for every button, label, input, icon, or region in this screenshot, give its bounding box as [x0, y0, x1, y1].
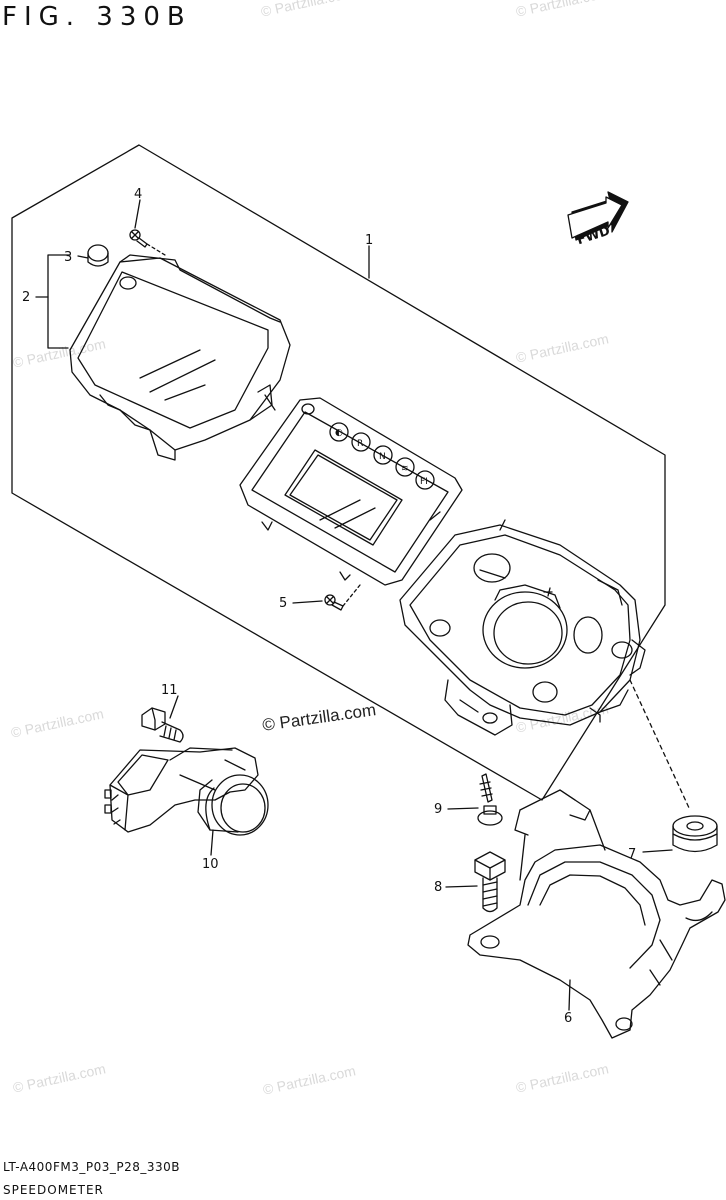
- indicator-labels: ◐ R N ≋ FI: [335, 428, 428, 487]
- svg-text:◐: ◐: [335, 428, 343, 438]
- callout-11: 11: [161, 683, 178, 698]
- svg-text:N: N: [379, 452, 386, 462]
- callout-10: 10: [202, 857, 219, 872]
- callout-8: 8: [434, 880, 442, 895]
- screw-part-5: [324, 594, 344, 611]
- callout-6: 6: [564, 1011, 572, 1026]
- svg-text:R: R: [357, 439, 363, 449]
- figure-code: LT-A400FM3_P03_P28_330B: [3, 1160, 180, 1174]
- cap-part: [87, 244, 109, 267]
- callout-1: 1: [365, 233, 373, 248]
- callout-9: 9: [434, 802, 442, 817]
- bolt-part-11: [141, 707, 184, 743]
- svg-text:≋: ≋: [401, 464, 409, 474]
- meter-housing: [399, 519, 646, 736]
- assembly-boundary: [11, 144, 666, 801]
- screw-part-9: [477, 773, 503, 826]
- figure-caption: SPEEDOMETER: [3, 1183, 104, 1197]
- callout-2: 2: [22, 290, 30, 305]
- meter-cover: [69, 254, 291, 461]
- callout-3: 3: [64, 250, 72, 265]
- bracket-part-6: [467, 789, 726, 1039]
- callout-4: 4: [134, 187, 142, 202]
- display-panel: [239, 397, 463, 586]
- svg-text:FI: FI: [420, 477, 428, 487]
- grommet-part-7: [672, 815, 718, 853]
- speed-sensor-part-10: [104, 747, 269, 836]
- figure-title: FIG. 330B: [2, 2, 192, 32]
- callout-7: 7: [628, 847, 636, 862]
- bolt-part-8: [474, 851, 506, 913]
- bracket-leader-2: [47, 254, 71, 349]
- fwd-arrow-icon: [567, 191, 629, 241]
- screw-part-4: [129, 229, 148, 248]
- callout-5: 5: [279, 596, 287, 611]
